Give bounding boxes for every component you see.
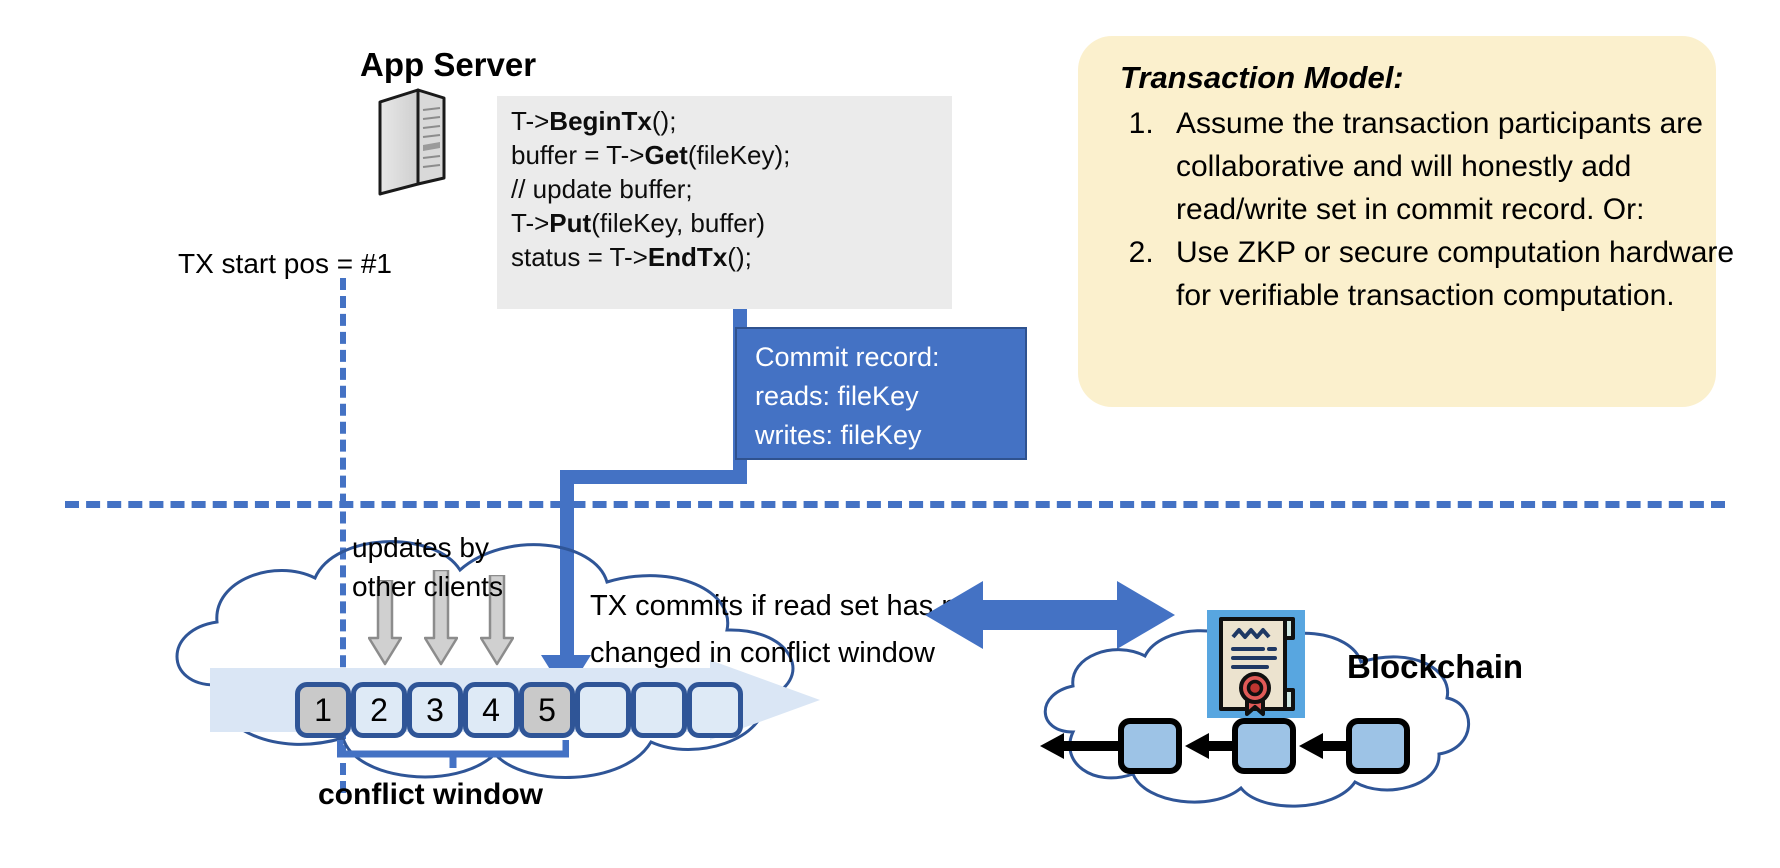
log-block-5[interactable]: 5 [519,682,575,738]
log-block-2[interactable]: 2 [351,682,407,738]
code-line-5: status = T->EndTx(); [511,240,952,274]
updates-by-other-clients-label: updates by other clients [352,528,503,606]
code-line-1: T->BeginTx(); [511,104,952,138]
log-block-4[interactable]: 4 [463,682,519,738]
code-line-3-pre: // update buffer; [511,174,693,204]
transaction-model-item-1: Assume the transaction participants are … [1162,102,1742,231]
transaction-model-title: Transaction Model: [1120,60,1404,95]
code-line-2-bold: Get [644,140,688,170]
blockchain-label: Blockchain [1347,648,1524,685]
blockchain-cloud-shape [1035,620,1480,810]
transaction-model-item-2: Use ZKP or secure computation hardware f… [1162,231,1742,317]
code-line-4-pre: T-> [511,208,550,238]
code-line-1-pre: T-> [511,106,550,136]
certificate-icon [1207,610,1305,718]
updates-label-line-1: updates by [352,532,489,563]
log-block-7[interactable] [631,682,687,738]
server-icon [372,88,452,198]
code-line-3: // update buffer; [511,172,952,206]
code-line-2-post: (fileKey); [687,140,791,170]
conflict-window-brace-icon [336,740,570,770]
log-block-5-label: 5 [538,692,556,728]
chain-block-1[interactable] [1118,718,1182,774]
commit-record-line-2: reads: fileKey [755,381,919,411]
log-block-1-label: 1 [314,692,332,728]
code-line-5-post: (); [727,242,752,272]
code-block: T->BeginTx(); buffer = T->Get(fileKey); … [497,96,952,309]
code-line-4-post: (fileKey, buffer) [591,208,766,238]
tx-start-pos-label: TX start pos = #1 [178,248,392,279]
code-line-2-pre: buffer = T-> [511,140,645,170]
code-line-5-pre: status = T-> [511,242,648,272]
code-line-4: T->Put(fileKey, buffer) [511,206,952,240]
horizontal-dashed-separator [65,501,1725,508]
chain-link-arrow-icon-2 [1185,731,1249,761]
log-block-8[interactable] [687,682,743,738]
log-cloud-shape [155,510,875,800]
tx-commit-note-line-1: TX commits if read set has not [590,590,982,622]
tx-commit-note-line-2: changed in conflict window [590,637,935,669]
chain-link-arrow-icon-3 [1299,731,1363,761]
code-line-1-post: (); [651,106,677,136]
log-block-3-label: 3 [426,692,444,728]
conflict-window-label: conflict window [318,778,543,811]
tx-start-dashed-line [340,278,346,793]
chain-block-3[interactable] [1346,718,1410,774]
update-arrow-icon-2 [423,568,459,666]
update-arrow-icon-3 [479,573,515,666]
log-block-6[interactable] [575,682,631,738]
commit-record-line-3: writes: fileKey [755,420,922,450]
commit-connector-vertical-down [560,470,574,670]
code-line-4-bold: Put [549,208,592,238]
log-block-2-label: 2 [370,692,388,728]
app-server-title: App Server [360,46,537,83]
code-line-1-bold: BeginTx [549,106,652,136]
tx-commit-note: TX commits if read set has not changed i… [590,583,982,677]
commit-connector-horizontal [560,470,747,484]
chain-link-arrow-icon-1 [1040,731,1120,761]
updates-label-line-2: other clients [352,571,503,602]
log-block-4-label: 4 [482,692,500,728]
log-block-1[interactable]: 1 [295,682,351,738]
bidirectional-sync-arrow-icon [925,575,1175,655]
commit-record-line-1: Commit record: [755,342,940,372]
transaction-model-list: Assume the transaction participants are … [1104,102,1742,317]
transaction-model-card: Transaction Model: Assume the transactio… [1078,36,1734,407]
chain-block-2[interactable] [1232,718,1296,774]
code-line-5-bold: EndTx [647,242,728,272]
code-line-2: buffer = T->Get(fileKey); [511,138,952,172]
commit-record-box: Commit record: reads: fileKey writes: fi… [735,327,1027,460]
log-block-3[interactable]: 3 [407,682,463,738]
update-arrow-icon-1 [367,578,403,666]
